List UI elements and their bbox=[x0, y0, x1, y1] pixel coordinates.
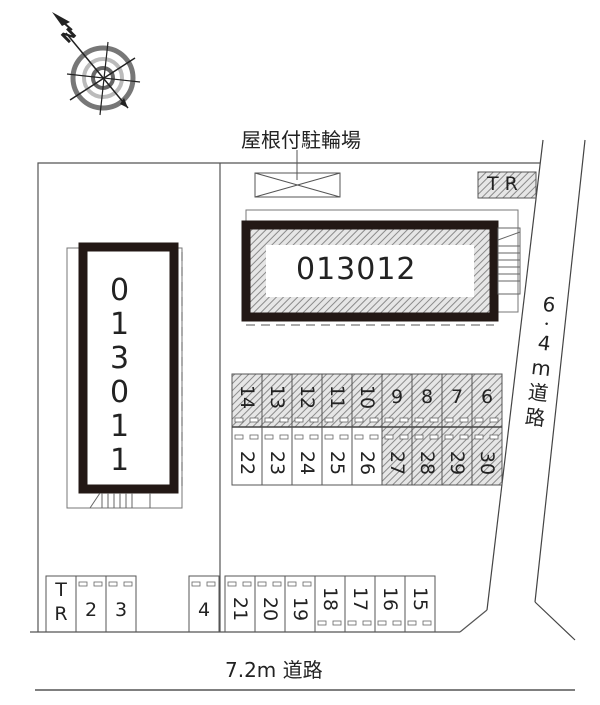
parking-slot-18: 18 bbox=[319, 586, 341, 612]
parking-slot-9: 9 bbox=[390, 386, 404, 408]
parking-slot-27: 27 bbox=[386, 450, 408, 475]
parking-slot-10: 10 bbox=[356, 384, 378, 410]
trash-char: T bbox=[55, 579, 67, 601]
compass-rose-icon bbox=[52, 12, 141, 116]
building-west-shape bbox=[66, 242, 183, 509]
road-east-char: 6 bbox=[541, 291, 557, 318]
parking-slot-17: 17 bbox=[349, 586, 371, 612]
building-east-label: 013012 bbox=[296, 252, 417, 287]
trash-area-top-label: T R bbox=[487, 173, 518, 195]
parking-slot-6: 6 bbox=[480, 386, 494, 408]
parking-slot-12: 12 bbox=[296, 384, 318, 410]
parking-slot-26: 26 bbox=[356, 450, 378, 475]
bicycle-parking-shape bbox=[254, 150, 341, 198]
road-east-char: 4 bbox=[536, 330, 553, 356]
parking-slot-7: 7 bbox=[450, 386, 464, 408]
road-east-char: 道 bbox=[526, 379, 550, 406]
parking-slot-8: 8 bbox=[420, 386, 434, 408]
parking-slot-25: 25 bbox=[326, 450, 348, 475]
bicycle-parking-label: 屋根付駐輪場 bbox=[241, 128, 361, 152]
parking-slot-19: 19 bbox=[289, 596, 311, 622]
parking-slot-4: 4 bbox=[197, 599, 211, 621]
parking-slot-24: 24 bbox=[296, 450, 318, 475]
parking-slot-3: 3 bbox=[114, 599, 128, 621]
building-west-char: 0 bbox=[110, 375, 130, 410]
parking-slot-23: 23 bbox=[266, 450, 288, 475]
parking-slot-16: 16 bbox=[379, 586, 401, 612]
trash-area-bottom-label: T R bbox=[46, 578, 76, 626]
building-west-char: 0 bbox=[110, 273, 130, 308]
building-west-char: 1 bbox=[110, 409, 130, 444]
parking-slot-2: 2 bbox=[84, 599, 98, 621]
building-west-char: 1 bbox=[110, 307, 130, 342]
building-west-char: 1 bbox=[110, 443, 130, 478]
parking-slot-13: 13 bbox=[266, 384, 288, 410]
building-west-label: 0 1 3 0 1 1 bbox=[110, 274, 129, 478]
parking-slot-15: 15 bbox=[409, 586, 431, 612]
trash-char: R bbox=[54, 603, 68, 625]
building-east-shape bbox=[241, 209, 521, 326]
parking-slot-29: 29 bbox=[446, 450, 468, 475]
parking-slot-22: 22 bbox=[236, 450, 258, 475]
road-east-char: m bbox=[530, 354, 553, 382]
parking-slot-20: 20 bbox=[259, 596, 281, 622]
parking-slot-28: 28 bbox=[416, 450, 438, 475]
building-west-char: 3 bbox=[110, 341, 130, 376]
road-east-char: ・ bbox=[539, 316, 554, 332]
parking-slot-11: 11 bbox=[326, 384, 348, 410]
parking-slot-14: 14 bbox=[236, 384, 258, 410]
road-east-char: 路 bbox=[523, 404, 547, 431]
road-south-label: 7.2m 道路 bbox=[225, 658, 323, 682]
trash-area-top bbox=[477, 171, 537, 199]
parking-slot-30: 30 bbox=[476, 450, 498, 475]
parking-slot-21: 21 bbox=[229, 596, 251, 622]
